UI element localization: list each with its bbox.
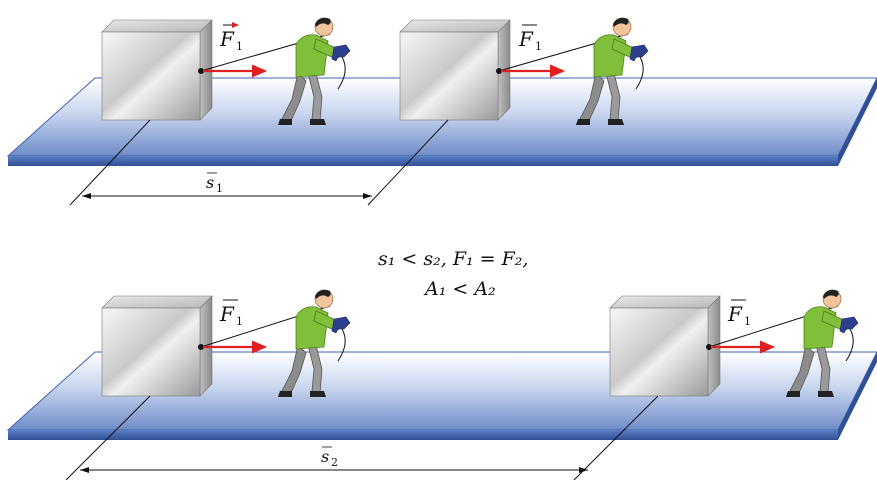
top-box-start <box>102 20 212 120</box>
svg-text:F: F <box>518 27 534 51</box>
svg-text:A₁ < A₂: A₁ < A₂ <box>423 278 496 300</box>
svg-text:F: F <box>727 302 743 326</box>
bottom-force-label-2: F 1 <box>727 300 751 328</box>
svg-text:1: 1 <box>744 315 751 328</box>
svg-text:1: 1 <box>236 40 243 53</box>
svg-text:1: 1 <box>535 40 542 53</box>
svg-text:1: 1 <box>236 315 243 328</box>
svg-text:2: 2 <box>331 456 338 469</box>
top-scene: F 1 F 1 s 1 <box>8 18 877 205</box>
top-box-end <box>400 20 510 120</box>
relation-text: s₁ < s₂, F₁ = F₂, A₁ < A₂ <box>378 248 528 300</box>
svg-text:F: F <box>219 27 235 51</box>
svg-text:s: s <box>206 173 214 192</box>
svg-text:1: 1 <box>216 182 223 195</box>
bottom-scene: F 1 F 1 s 2 <box>8 290 877 480</box>
bottom-displacement-label: s 2 <box>321 447 338 469</box>
top-platform-edge <box>8 156 838 166</box>
bottom-box-start <box>102 296 212 396</box>
bottom-force-label-1: F 1 <box>219 300 243 328</box>
top-force-label-1: F 1 <box>219 25 243 53</box>
top-displacement-label: s 1 <box>206 173 223 195</box>
bottom-platform-edge <box>8 430 838 440</box>
bottom-box-end <box>610 296 720 396</box>
svg-text:F: F <box>219 302 235 326</box>
svg-text:s: s <box>321 447 329 466</box>
svg-text:s₁ < s₂, F₁ = F₂,: s₁ < s₂, F₁ = F₂, <box>378 248 528 270</box>
top-force-label-2: F 1 <box>518 25 542 53</box>
